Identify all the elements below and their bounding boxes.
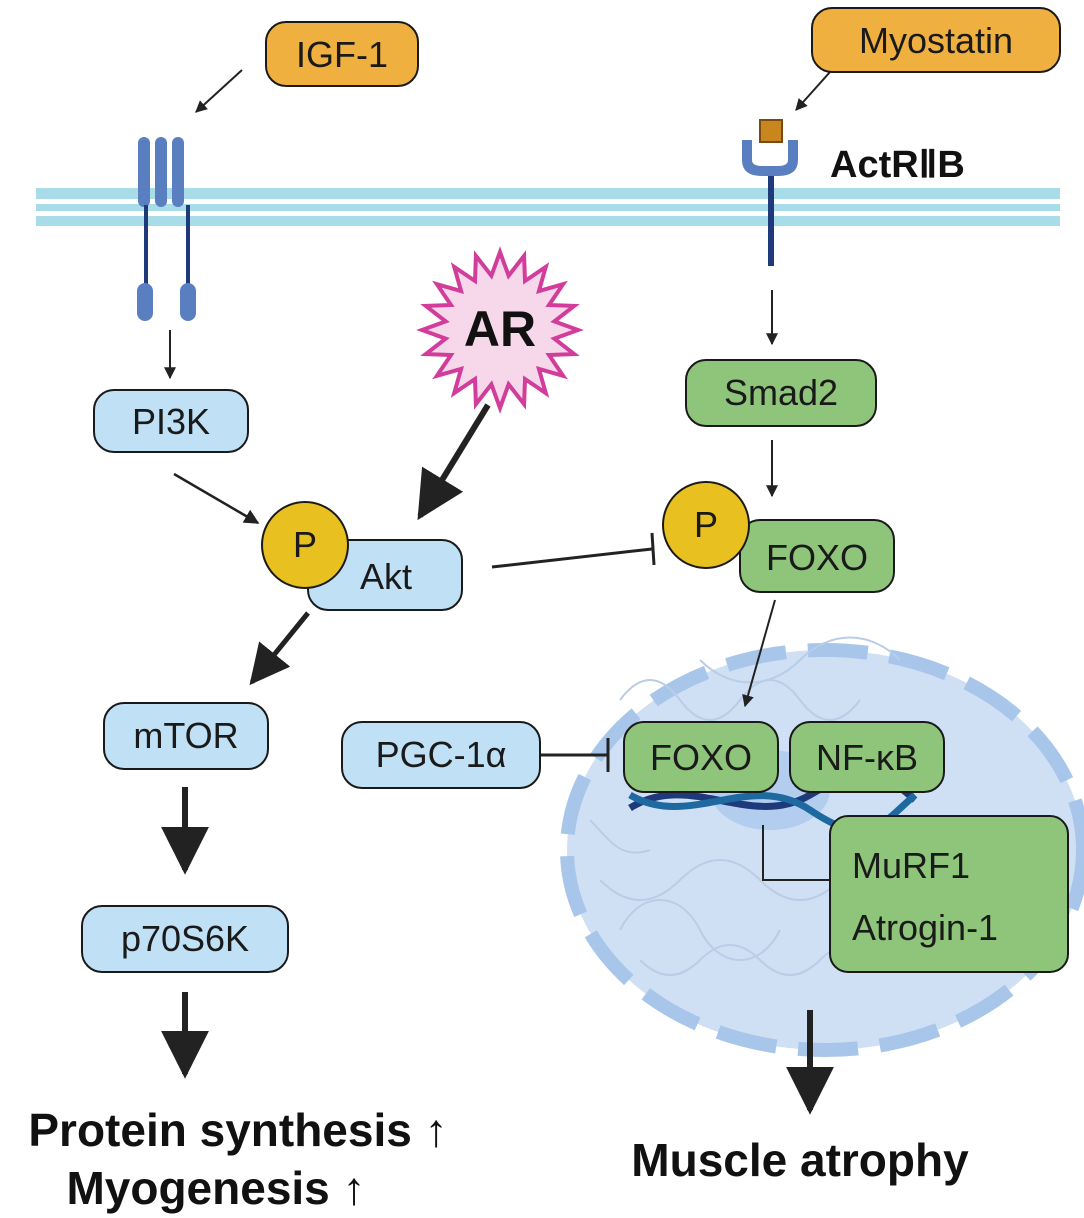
svg-text:Smad2: Smad2 (724, 372, 838, 413)
inhibit-akt-foxo (491, 547, 653, 569)
muscle-atrophy-label: Muscle atrophy (631, 1134, 969, 1186)
igf1-ligand: IGF-1 (265, 21, 419, 87)
arrow-foxo-nucleus (742, 599, 776, 708)
connector-gene-targets (762, 825, 830, 881)
svg-text:Myostatin: Myostatin (859, 20, 1013, 61)
protein-synthesis-label: Protein synthesis ↑ (28, 1104, 447, 1156)
mtor-node: mTOR (103, 702, 269, 770)
arrow-myostatin-receptor (795, 71, 831, 111)
foxo-nucleus-node: FOXO (623, 721, 779, 793)
svg-text:IGF-1: IGF-1 (296, 34, 388, 75)
svg-text:mTOR: mTOR (133, 715, 238, 756)
arrow-ar-akt (417, 403, 491, 521)
svg-text:PGC-1α: PGC-1α (376, 734, 507, 775)
arrows (161, 69, 834, 1115)
pgc1a-node: PGC-1α (341, 721, 541, 789)
igf1-receptor (137, 137, 196, 321)
myogenesis-label: Myogenesis ↑ (66, 1162, 365, 1214)
arrow-pi3k-akt (173, 472, 260, 525)
svg-text:FOXO: FOXO (766, 537, 868, 578)
svg-text:PI3K: PI3K (132, 401, 210, 442)
akt-phospho-circle: P (261, 501, 349, 589)
murf1-atrogin1-node: MuRF1 Atrogin-1 (829, 815, 1069, 973)
svg-text:NF-κB: NF-κB (816, 737, 918, 778)
svg-text:MuRF1: MuRF1 (852, 845, 970, 886)
svg-text:Atrogin-1: Atrogin-1 (852, 907, 998, 948)
foxo-phospho-circle: P (662, 481, 750, 569)
actriib-label: ActRⅡB (830, 144, 965, 186)
cell-membrane (36, 188, 1060, 226)
foxo-cytoplasm-node: FOXO (739, 519, 895, 593)
svg-text:P: P (694, 504, 718, 545)
svg-text:Akt: Akt (360, 556, 412, 597)
svg-text:P: P (293, 524, 317, 565)
ar-star: AR (416, 246, 584, 414)
myostatin-ligand: Myostatin (811, 7, 1061, 73)
svg-text:FOXO: FOXO (650, 737, 752, 778)
actriib-receptor (742, 119, 798, 266)
nfkb-node: NF-κB (789, 721, 945, 793)
pi3k-node: PI3K (93, 389, 249, 453)
p70s6k-node: p70S6K (81, 905, 289, 973)
smad2-node: Smad2 (685, 359, 877, 427)
arrow-igf1-receptor (195, 69, 243, 113)
svg-text:p70S6K: p70S6K (121, 918, 249, 959)
arrow-akt-mtor (249, 611, 310, 686)
svg-text:AR: AR (464, 301, 536, 357)
